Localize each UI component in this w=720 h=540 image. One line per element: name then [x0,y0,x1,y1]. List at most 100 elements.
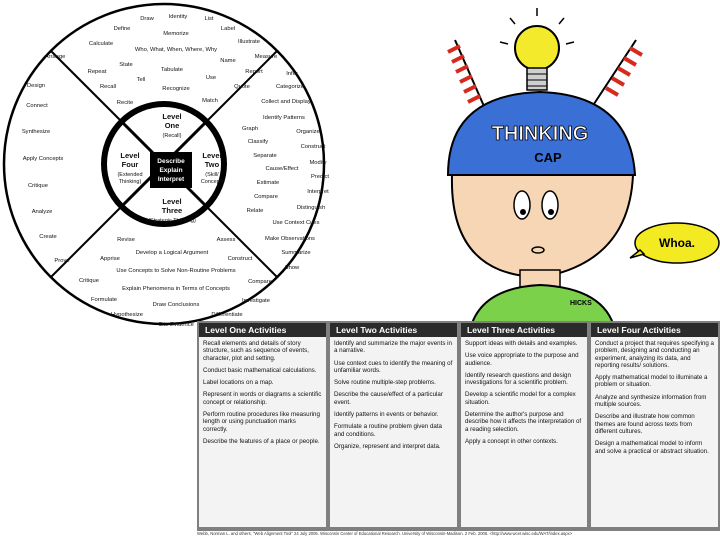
verb: Use Concepts to Solve Non-Routine Proble… [116,268,235,274]
shirt [468,283,617,330]
divider-sw [50,205,123,278]
verb: Recite [117,100,133,106]
verb: Measure [255,54,278,60]
verb: Graph [242,126,258,132]
verb: Identify Patterns [263,115,305,121]
level-one-3: (Recall) [163,133,182,139]
divider-se [205,205,278,278]
verb: Classify [248,139,268,145]
verb: Use [206,75,216,81]
verb: Collect and Display [261,99,311,105]
verb: Synthesize [22,129,50,135]
verb: Analyze [32,209,53,215]
verb: State [119,62,133,68]
center-text-3: Interpret [158,176,185,183]
verb: Apprise [100,256,120,262]
verb: Create [39,234,56,240]
verb: Develop a Logical Argument [136,250,209,256]
level-two-1: Level [202,151,221,160]
verb: Summarize [281,250,310,256]
verb: Prove [54,258,69,264]
verb: Formulate [91,297,117,303]
verb: Identity [169,14,188,20]
verb: Draw Conclusions [153,302,200,308]
level-four-2: Four [122,160,139,169]
level-two-2: Two [205,160,220,169]
level-three-3: (Strategic Thinking) [148,218,196,224]
verb: Compare [248,279,272,285]
verb: Modify [309,160,326,166]
level-three-2: Three [162,206,182,215]
activity-item: Develop a scientific model for a complex… [465,391,576,406]
activity-item: Design a mathematical model to inform an… [595,440,709,455]
activity-item: Support ideas with details and examples. [465,340,578,347]
verb: Use Context Cues [272,220,319,226]
thinking-cap-cartoon: THINKING CAP HICKS Whoa. [446,8,720,330]
level-three-1: Level [162,197,181,206]
level-two-column: Level Two Activities Identify and summar… [328,321,459,531]
verb: Infer [286,71,298,77]
speech-bubble: Whoa. [629,222,720,264]
verb: Tabulate [161,67,183,73]
verb: Illustrate [238,39,260,45]
activity-item: Perform routine procedures like measurin… [203,411,320,433]
verb: Show [285,265,300,271]
verb: Draw [140,16,154,22]
verb: Differentiate [211,312,242,318]
level-one-column: Level One Activities Recall elements and… [197,321,328,531]
verb: Organize [296,129,320,135]
verb: Repeat [88,69,107,75]
activity-item: Identify research questions and design i… [465,371,571,387]
verb: Estimate [257,180,280,186]
center-text-1: Describe [157,158,185,165]
verb: Critique [79,278,99,284]
verb: Relate [247,208,264,214]
verb: Cause/Effect [265,166,298,172]
level-four-column: Level Four Activities Conduct a project … [589,321,720,531]
activity-item: Identify and summarize the major events … [334,340,452,355]
verb: Critique [28,183,48,189]
verb: Report [245,69,263,75]
verb: Hypothesize [111,312,143,318]
activity-item: Describe and illustrate how common theme… [595,413,695,435]
speech-text: Whoa. [659,236,695,250]
level-two-4: Concept) [201,179,223,185]
activity-item: Formulate a routine problem given data a… [334,423,442,438]
cap-text-thinking: THINKING [492,123,589,145]
activities-table: Level One Activities Recall elements and… [197,321,720,531]
column-header: Level One Activities [199,323,326,337]
lightbulb-icon [499,8,575,91]
cap-text-cap: CAP [534,150,562,165]
verb: Label [221,26,235,32]
divider-ne [205,50,278,123]
center-text-2: Explain [159,167,182,174]
verb: Match [202,98,218,104]
verb: Recognize [162,86,189,92]
verb: Quote [234,84,250,90]
cap [446,90,637,176]
verb: Name [220,58,235,64]
activity-item: Identify patterns in events or behavior. [334,411,439,419]
verb: Distinguish [297,205,325,211]
verb: Connect [26,103,48,109]
verb: Memorize [163,31,188,37]
verb: Arrange [45,54,66,60]
verb: Who, What, When, Where, Why [135,47,217,53]
activity-item: Apply mathematical model to illuminate a… [595,374,708,389]
verb: Compare [254,194,278,200]
activity-item: Analyze and synthesize information from … [595,393,707,409]
verb: Apply Concepts [23,156,64,162]
level-two-3: (Skill/ [205,172,219,178]
verb: Revise [117,237,135,243]
activity-item: Apply a concept in other contexts. [465,437,558,445]
verb: Explain Phenomena in Terms of Concepts [122,286,230,292]
verb: Construct [228,256,253,262]
divider-nw [50,50,123,123]
activity-item: Solve routine multiple-step problems. [334,379,436,387]
column-header: Level Two Activities [330,323,457,337]
level-four-3: (Extended [117,172,142,178]
center-box [150,152,192,188]
activity-item: Conduct basic mathematical calculations. [203,366,317,374]
column-header: Level Three Activities [461,323,587,337]
activity-item: Represent in words or diagrams a scienti… [203,391,322,406]
